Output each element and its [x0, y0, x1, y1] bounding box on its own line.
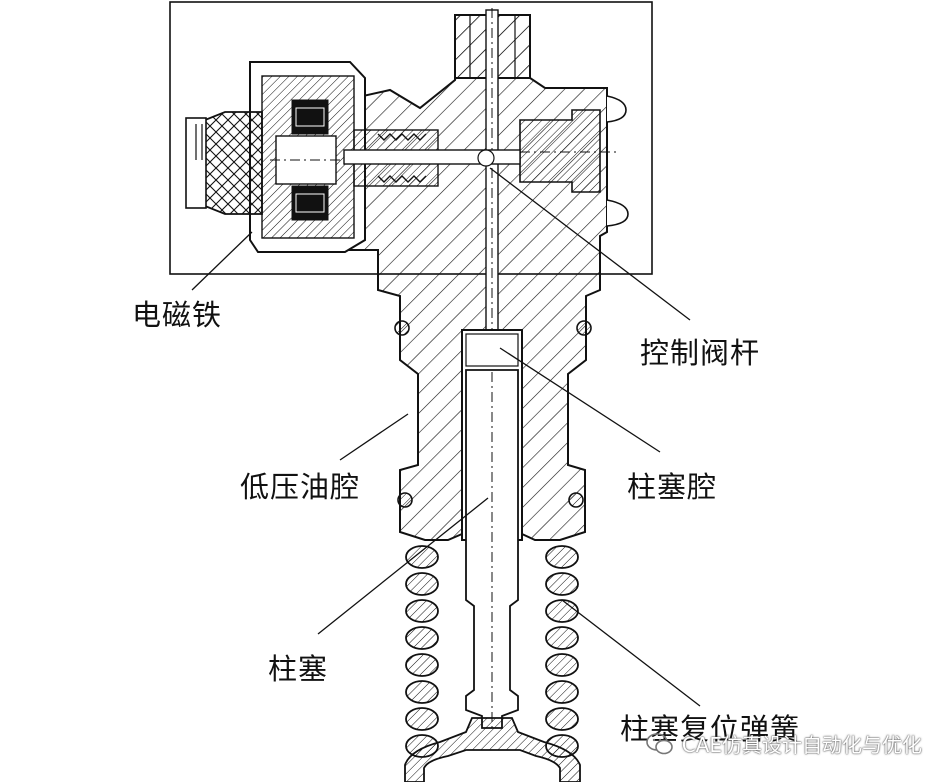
armature-spring	[377, 133, 427, 183]
leader-low-pressure-chamber	[339, 413, 409, 461]
seal-ring	[394, 320, 410, 336]
label-electromagnet: 电磁铁	[132, 298, 223, 332]
watermark-text: CAE仿真设计自动化与优化	[681, 733, 922, 757]
wechat-icon	[645, 732, 673, 754]
seal-ring	[576, 320, 592, 336]
leader-return-spring	[561, 599, 701, 707]
valve-insert	[519, 109, 601, 193]
connector-plug	[185, 117, 207, 209]
label-plunger-return-spring: 柱塞复位弹簧	[620, 712, 801, 746]
label-control-valve-rod: 控制阀杆	[640, 336, 761, 370]
label-low-pressure-chamber: 低压油腔	[240, 470, 361, 504]
watermark: CAE仿真设计自动化与优化	[645, 729, 922, 758]
valve-stem	[343, 149, 521, 165]
spring-seat	[404, 717, 581, 782]
leader-plunger-chamber	[499, 347, 661, 453]
leader-electromagnet	[191, 231, 253, 291]
leader-plunger	[317, 497, 489, 635]
label-plunger: 柱塞	[268, 652, 329, 686]
leader-control-valve-rod	[489, 167, 691, 321]
label-plunger-chamber: 柱塞腔	[627, 470, 718, 504]
electromagnet-connector	[204, 111, 263, 215]
seal-ring	[397, 492, 413, 508]
seal-ring	[568, 492, 584, 508]
plunger-chamber	[465, 333, 519, 367]
